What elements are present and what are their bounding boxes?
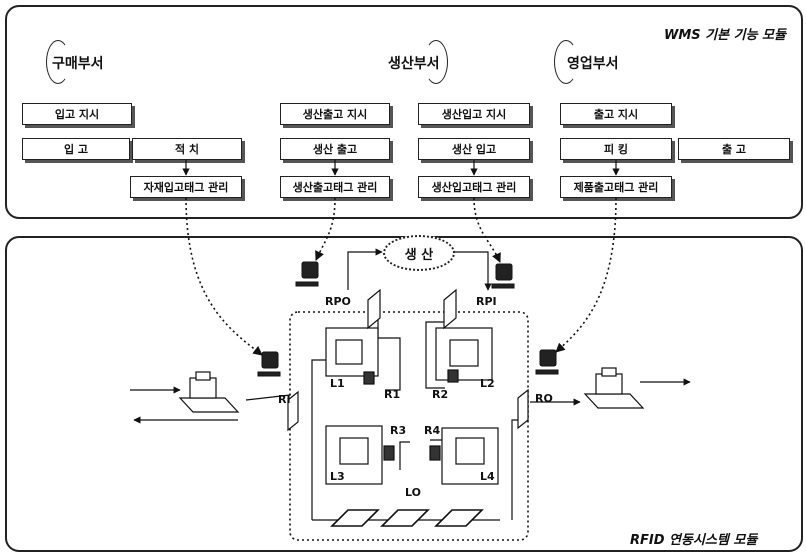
r1-label: R1 bbox=[384, 388, 401, 401]
purchase-dept-label: 구매부서 bbox=[52, 56, 104, 72]
sales-dept-label: 영업부서 bbox=[567, 56, 619, 72]
ship-order-box: 출고 지시 bbox=[560, 103, 672, 125]
purchase-dept-arc bbox=[46, 40, 70, 84]
cell-l3 bbox=[325, 425, 395, 485]
prod-out-box: 생산 출고 bbox=[280, 138, 390, 160]
l4-label: L4 bbox=[480, 470, 495, 483]
reader-gates bbox=[287, 288, 529, 432]
prod-out-tag-box: 생산출고태그 관리 bbox=[280, 176, 390, 198]
ro-label: RO bbox=[535, 392, 553, 405]
prod-in-order-box: 생산입고 지시 bbox=[418, 103, 530, 125]
wms-connectors bbox=[182, 160, 620, 176]
inbound-station bbox=[178, 371, 240, 413]
rpo-label: RPO bbox=[325, 295, 351, 308]
picking-box: 피 킹 bbox=[560, 138, 672, 160]
r3-label: R3 bbox=[390, 424, 407, 437]
material-tag-box: 자재입고태그 관리 bbox=[130, 176, 242, 198]
production-dept-arc bbox=[424, 40, 448, 84]
inbound-box: 입 고 bbox=[22, 138, 130, 160]
outbound-station bbox=[583, 367, 645, 409]
product-tag-box: 제품출고태그 관리 bbox=[560, 176, 672, 198]
prod-out-order-box: 생산출고 지시 bbox=[280, 103, 390, 125]
inbound-order-box: 입고 지시 bbox=[22, 103, 132, 125]
production-dept-label: 생산부서 bbox=[388, 56, 440, 72]
sales-dept-arc bbox=[554, 40, 578, 84]
l1-label: L1 bbox=[330, 377, 345, 390]
stacking-box: 적 치 bbox=[132, 138, 242, 160]
wms-module-title: WMS 기본 기능 모듈 bbox=[664, 28, 786, 43]
prod-in-box: 생산 입고 bbox=[418, 138, 530, 160]
r2-label: R2 bbox=[432, 388, 449, 401]
rfid-module-title: RFID 연동시스템 모듈 bbox=[630, 533, 758, 548]
prod-in-tag-box: 생산입고태그 관리 bbox=[418, 176, 530, 198]
ri-label: RI bbox=[278, 393, 291, 406]
cell-l2 bbox=[435, 327, 493, 383]
production-cloud: 생 산 bbox=[383, 235, 455, 271]
lo-label: LO bbox=[405, 486, 421, 499]
cell-l4 bbox=[429, 427, 499, 485]
tag-to-reader-links bbox=[185, 197, 617, 356]
pc-icons bbox=[257, 261, 559, 377]
cell-l1 bbox=[325, 327, 379, 385]
rpi-label: RPI bbox=[476, 295, 497, 308]
l3-label: L3 bbox=[330, 470, 345, 483]
ship-box: 출 고 bbox=[678, 138, 790, 160]
l2-label: L2 bbox=[480, 377, 495, 390]
factory-boundary bbox=[289, 311, 529, 541]
r4-label: R4 bbox=[424, 424, 441, 437]
rfid-module-panel bbox=[5, 236, 803, 552]
conveyor-lo bbox=[330, 509, 484, 527]
